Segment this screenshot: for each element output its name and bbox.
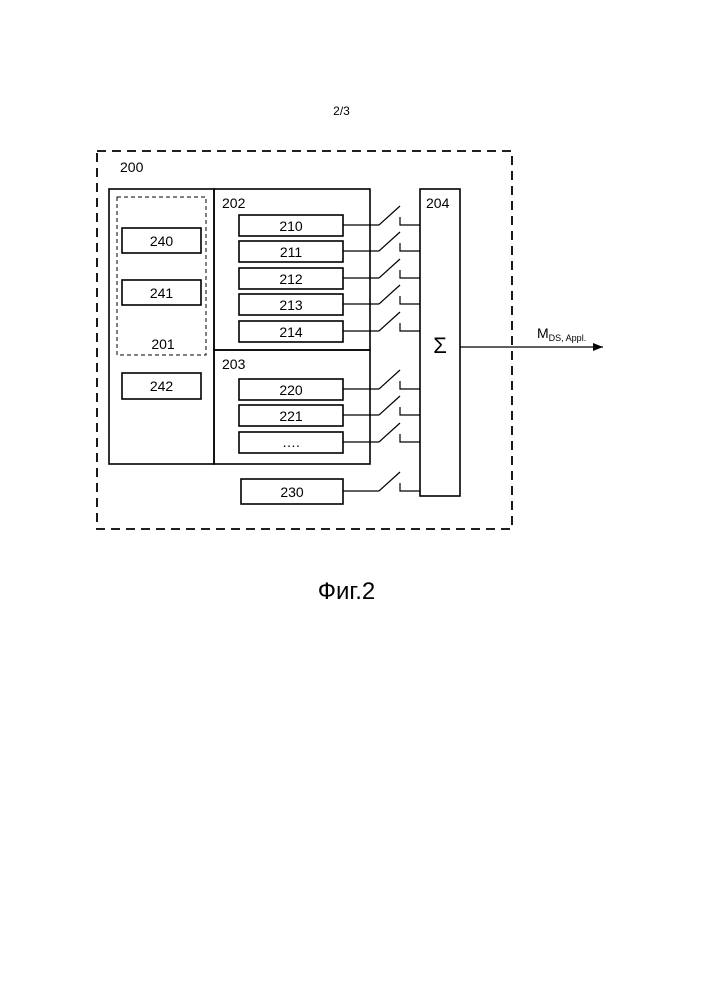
item-212: 212 [239,268,343,289]
summator-label: 204 [426,195,450,211]
block-201-dashed [117,197,206,355]
svg-text:212: 212 [279,271,303,287]
svg-text:221: 221 [279,408,303,424]
svg-text:242: 242 [150,378,174,394]
switch-211 [343,232,420,251]
svg-text:230: 230 [280,484,304,500]
svg-text:213: 213 [279,297,303,313]
item-241: 241 [122,280,201,305]
item-220: 220 [239,379,343,400]
switch-210 [343,206,420,225]
svg-text:220: 220 [279,382,303,398]
item-214: 214 [239,321,343,342]
svg-text:214: 214 [279,324,303,340]
output-label-sub: DS, Appl. [549,333,587,343]
output-label-main: M [537,325,549,341]
block-202-label: 202 [222,195,246,211]
svg-text:240: 240 [150,233,174,249]
block-203-label: 203 [222,356,246,372]
block-230: 230 [241,479,343,504]
svg-text:….: …. [282,434,300,450]
block-201-label: 201 [151,336,175,352]
output-label: MDS, Appl. [537,325,586,343]
item-240: 240 [122,228,201,253]
sigma-symbol: Σ [433,333,447,358]
item-ellipsis: …. [239,432,343,453]
switches [343,206,420,491]
item-242: 242 [122,373,201,399]
switch-214 [343,312,420,331]
switch-221 [343,396,420,415]
item-210: 210 [239,215,343,236]
figure-caption: Фиг.2 [0,578,693,606]
switch-230 [343,472,420,491]
switch-212 [343,259,420,278]
item-221: 221 [239,405,343,426]
item-211: 211 [239,241,343,262]
item-213: 213 [239,294,343,315]
left-block [109,189,214,464]
switch-220 [343,370,420,389]
switch-ellipsis [343,423,420,442]
outer-block-label: 200 [120,159,144,175]
svg-text:241: 241 [150,285,174,301]
switch-213 [343,285,420,304]
svg-text:211: 211 [280,244,303,260]
svg-text:210: 210 [279,218,303,234]
